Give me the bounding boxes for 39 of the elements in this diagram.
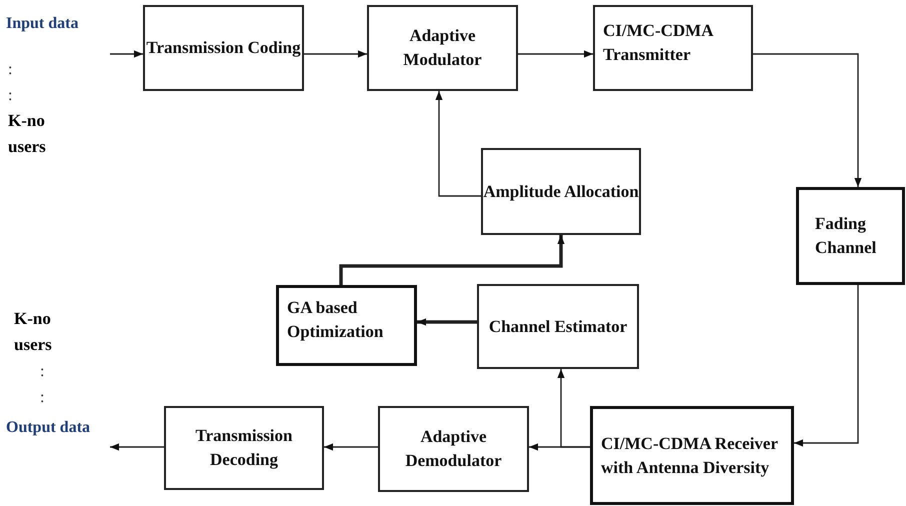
process-box — [164, 406, 324, 490]
box-label: Fading Channel — [815, 213, 878, 259]
process-box — [796, 187, 905, 285]
io-label: K-no users — [8, 110, 47, 158]
arrow — [794, 285, 859, 447]
box-label: Adaptive Modulator — [402, 25, 483, 71]
arrow — [304, 50, 367, 58]
box-label: Channel Estimator — [488, 316, 628, 338]
box-label: Transmission Decoding — [194, 425, 294, 471]
process-box — [477, 284, 639, 369]
io-label: Output data — [6, 418, 90, 438]
arrow — [417, 318, 477, 326]
arrow — [110, 50, 143, 58]
arrow — [339, 235, 565, 285]
io-label: K-no users — [14, 308, 53, 356]
process-box — [590, 406, 794, 505]
box-label: Amplitude Allocation — [483, 180, 639, 203]
process-box — [481, 148, 641, 235]
arrow — [435, 91, 481, 197]
process-box — [378, 406, 529, 492]
arrow — [518, 50, 593, 58]
arrow — [324, 443, 378, 451]
ellipsis-mark: : — [8, 86, 14, 106]
box-label: CI/MC-CDMA Receiver with Antenna Diversity — [601, 432, 779, 479]
box-label: Transmission Coding — [146, 37, 301, 59]
arrow — [110, 443, 164, 451]
arrow — [557, 369, 590, 448]
arrow — [753, 53, 862, 187]
box-label: CI/MC-CDMA Transmitter — [603, 20, 714, 66]
ellipsis-mark: : — [40, 362, 46, 382]
process-box — [593, 5, 753, 91]
box-label: GA based Optimization — [287, 297, 384, 343]
io-label: Input data — [6, 14, 78, 34]
ellipsis-mark: : — [40, 388, 46, 408]
box-label: Adaptive Demodulator — [404, 426, 503, 472]
process-box — [143, 5, 304, 91]
ellipsis-mark: : — [8, 60, 14, 80]
process-box — [276, 285, 417, 366]
process-box — [367, 5, 518, 91]
